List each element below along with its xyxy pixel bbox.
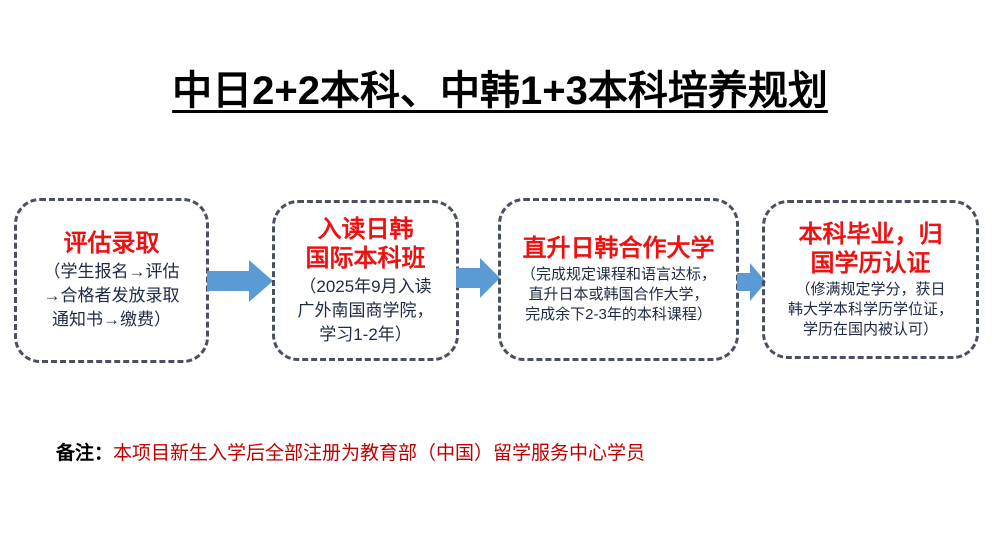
step-graduation-certification: 本科毕业，归 国学历认证 （修满规定学分，获日 韩大学本科学历学位证， 学历在国… [762, 200, 979, 359]
desc-line: （修满规定学分，获日 [795, 280, 946, 298]
desc-line: （学生报名→评估 [43, 262, 180, 281]
page-title: 中日2+2本科、中韩1+3本科培养规划 [0, 58, 1000, 116]
note-label: 备注： [56, 443, 114, 464]
step-description: （2025年9月入读 广外南国商学院， 学习1-2年） [298, 275, 434, 347]
heading-line: 入读日韩 [317, 215, 414, 243]
desc-line: 学历在国内被认可） [802, 320, 938, 338]
desc-line: 韩大学本科学历学位证， [787, 300, 953, 318]
step-description: （完成规定课程和语言达标， 直升日本或韩国合作大学， 完成余下2-3年的本科课程… [521, 265, 716, 325]
step-description: （修满规定学分，获日 韩大学本科学历学位证， 学历在国内被认可） [788, 280, 953, 340]
footnote: 备注：本项目新生入学后全部注册为教育部（中国）留学服务中心学员 [56, 438, 645, 465]
step-evaluation-admission: 评估录取 （学生报名→评估 →合格者发放录取 通知书→缴费） [14, 198, 209, 363]
step-partner-university: 直升日韩合作大学 （完成规定课程和语言达标， 直升日本或韩国合作大学， 完成余下… [498, 198, 739, 361]
arrow-right-icon [207, 260, 273, 302]
heading-line: 本科毕业，归 [798, 220, 943, 248]
desc-line: →合格者发放录取 [43, 286, 180, 305]
desc-line: 广外南国商学院， [297, 300, 434, 320]
desc-line: 直升日本或韩国合作大学， [528, 286, 709, 303]
desc-line: 通知书→缴费） [52, 310, 171, 329]
desc-line: （2025年9月入读 [299, 276, 432, 296]
desc-line: 完成余下2-3年的本科课程） [525, 306, 712, 323]
title-text: 中日2+2本科、中韩1+3本科培养规划 [172, 69, 828, 113]
step-heading: 入读日韩 国际本科班 [306, 215, 426, 273]
note-text: 本项目新生入学后全部注册为教育部（中国）留学服务中心学员 [113, 443, 646, 464]
desc-line: （完成规定课程和语言达标， [520, 266, 716, 283]
step-international-class: 入读日韩 国际本科班 （2025年9月入读 广外南国商学院， 学习1-2年） [272, 200, 459, 361]
step-heading: 本科毕业，归 国学历认证 [799, 220, 943, 278]
step-heading: 评估录取 [64, 229, 160, 258]
heading-line: 评估录取 [63, 230, 160, 257]
desc-line: 学习1-2年） [319, 324, 412, 344]
arrow-right-icon [456, 258, 500, 298]
heading-line: 国际本科班 [305, 244, 426, 272]
step-description: （学生报名→评估 →合格者发放录取 通知书→缴费） [44, 260, 180, 332]
step-heading: 直升日韩合作大学 [523, 234, 715, 263]
arrow-right-icon [737, 263, 766, 301]
heading-line: 国学历认证 [810, 249, 931, 277]
heading-line: 直升日韩合作大学 [522, 235, 715, 262]
